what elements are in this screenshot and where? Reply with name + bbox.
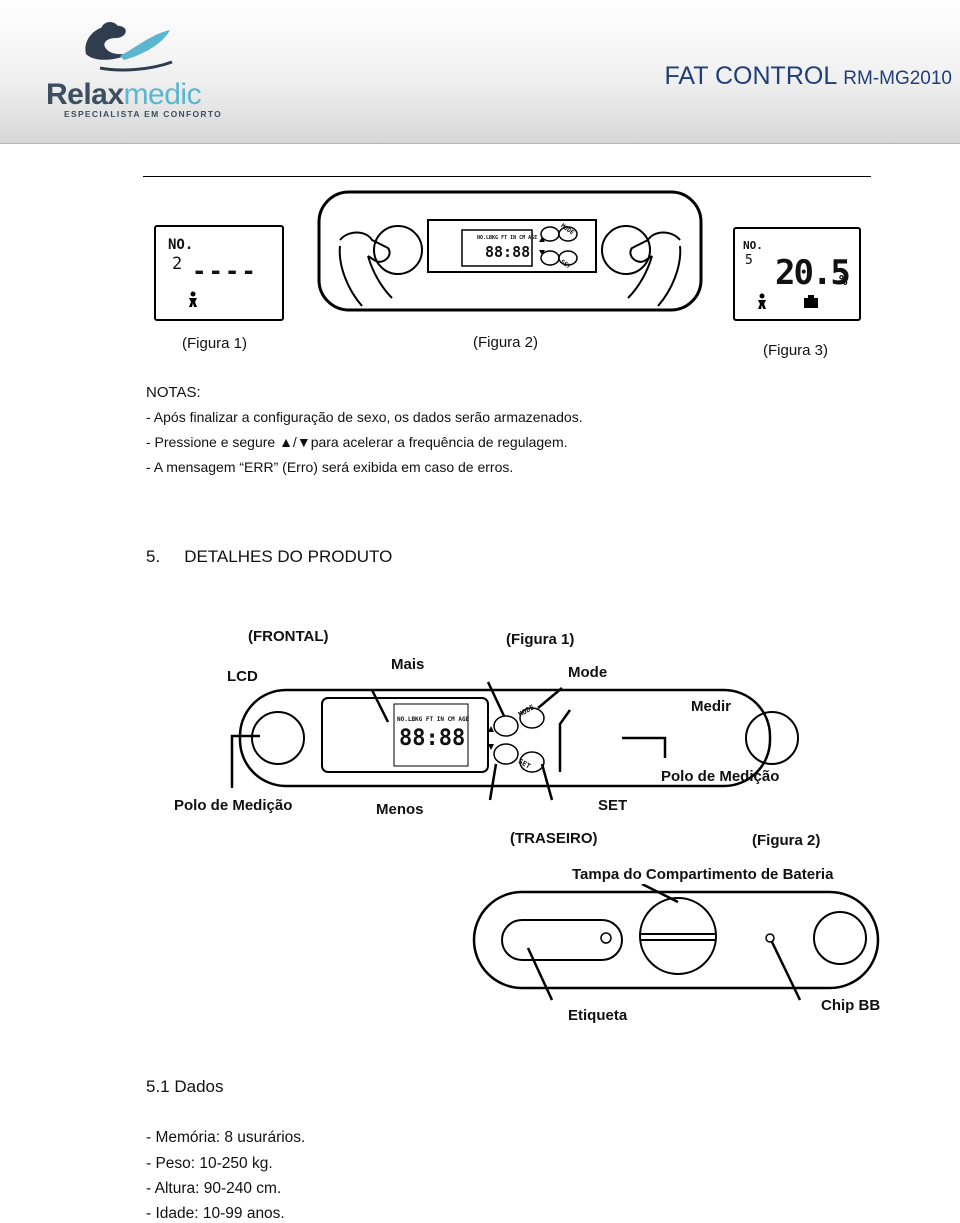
brand-secondary: medic: [123, 78, 202, 111]
label-battery-cover: Tampa do Compartimento de Bateria: [572, 866, 834, 883]
fig2-lcd-units: NO.LBKG FT IN CM AGE: [477, 235, 538, 241]
lcd-no-label: NO.: [168, 237, 194, 253]
notes-heading: NOTAS:: [146, 384, 201, 401]
lcd-user-number-3: 5: [745, 253, 753, 268]
device-hands-figure-2: [317, 190, 703, 312]
back-diagram: [472, 884, 880, 1001]
caption-figura-2: (Figura 2): [473, 334, 539, 351]
caption-figura-3: (Figura 3): [763, 342, 829, 359]
front-lcd-value: 88:88: [399, 726, 466, 751]
label-frontal: (FRONTAL): [248, 628, 329, 645]
section-5-heading: 5.DETALHES DO PRODUTO: [146, 547, 393, 566]
brand-primary: Relax: [46, 78, 124, 111]
title-model: RM-MG2010: [843, 68, 952, 89]
person-icon: [189, 291, 197, 307]
note-line-2: - Pressione e segure ▲/▼para acelerar a …: [146, 434, 568, 450]
label-etiqueta: Etiqueta: [568, 1007, 628, 1024]
spec-item: - Altura: 90-240 cm.: [146, 1180, 282, 1197]
spec-item: - Memória: 8 usurários.: [146, 1129, 306, 1146]
lcd-fat-value: 20.5: [775, 253, 851, 293]
label-front-figura-1: (Figura 1): [506, 631, 575, 648]
front-diagram: [230, 681, 799, 801]
arrow-up-down-icon: ▲/▼: [279, 434, 311, 450]
fig2-lcd-value: 88:88: [485, 243, 531, 261]
brand-tagline: ESPECIALISTA EM CONFORTO: [64, 109, 223, 119]
document-title: FAT CONTROL RM-MG2010: [665, 62, 952, 91]
spec-item: - Idade: 10-99 anos.: [146, 1205, 285, 1222]
lcd-percent: %: [839, 273, 848, 289]
lcd-no-label-3: NO.: [743, 239, 763, 252]
label-mais: Mais: [391, 656, 425, 673]
lcd-figure-3: NO. 5 20.5 %: [733, 227, 861, 321]
title-main: FAT CONTROL: [664, 62, 837, 90]
spec-item: - Peso: 10-250 kg.: [146, 1155, 273, 1172]
lcd-dashes: ----: [192, 257, 258, 285]
label-chip-bb: Chip BB: [821, 997, 881, 1014]
header-rule: [143, 176, 871, 177]
label-lcd: LCD: [227, 668, 258, 685]
battery-icon: [804, 295, 818, 308]
label-back-figura-2: (Figura 2): [752, 832, 821, 849]
relaxmedic-logo-icon: [85, 22, 173, 72]
person-icon: [758, 293, 766, 309]
page-header: [0, 0, 960, 144]
label-mode: Mode: [568, 664, 608, 681]
label-polo-medicao-right: Polo de Medição: [661, 768, 780, 785]
lcd-figure-1: NO. 2 ----: [154, 225, 284, 321]
label-traseiro: (TRASEIRO): [510, 830, 598, 847]
section-5-1-heading: 5.1 Dados: [146, 1077, 224, 1096]
front-lcd-units: NO.LBKG FT IN CM AGE: [397, 716, 470, 723]
caption-figura-1: (Figura 1): [182, 335, 248, 352]
brand-name: Relaxmedic: [46, 78, 202, 112]
label-polo-medicao-left: Polo de Medição: [174, 797, 293, 814]
label-menos: Menos: [376, 801, 424, 818]
label-set: SET: [598, 797, 628, 814]
label-medir: Medir: [691, 698, 732, 715]
note-line-1: - Após finalizar a configuração de sexo,…: [146, 409, 583, 425]
note-line-3: - A mensagem “ERR” (Erro) será exibida e…: [146, 459, 514, 475]
lcd-user-number: 2: [172, 254, 183, 274]
